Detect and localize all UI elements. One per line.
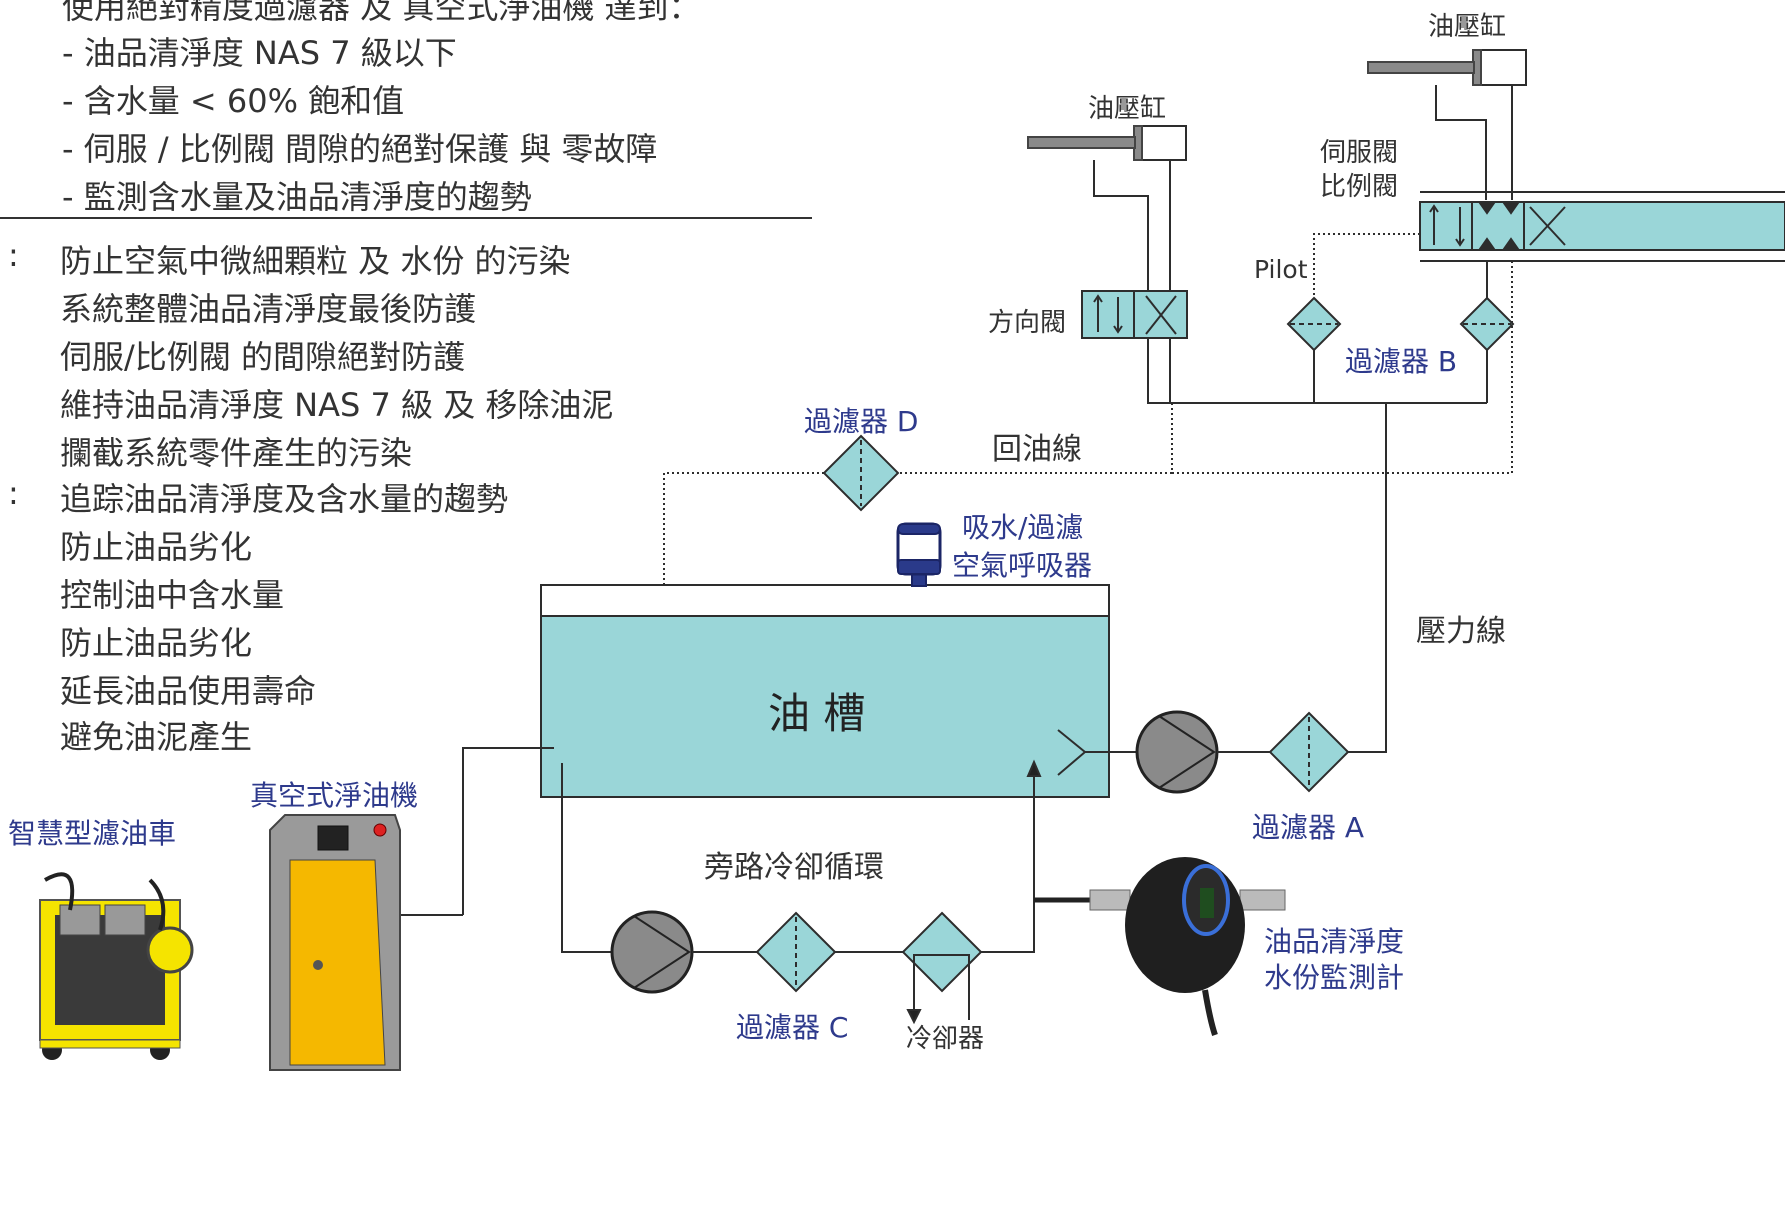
- filter-d-icon: [822, 434, 900, 512]
- bullet-2: - 含水量 < 60% 飽和值: [62, 82, 405, 120]
- return-line-label: 回油線: [992, 432, 1082, 467]
- filter-b-label: 過濾器 B: [1345, 345, 1458, 378]
- divider: [0, 217, 812, 219]
- servo-valve-label-1: 伺服閥: [1320, 138, 1399, 168]
- group2-item-5: 延長油品使用壽命: [60, 672, 317, 710]
- oil-tank-label: 油 槽: [768, 689, 866, 738]
- filter-d-label: 過濾器 D: [804, 405, 919, 438]
- sensor-label-2: 水份監測計: [1264, 961, 1405, 994]
- group1-item-2: 系統整體油品清淨度最後防護: [60, 290, 477, 328]
- servo-valve-icon: [1419, 191, 1785, 262]
- cooler-label: 冷卻器: [906, 1024, 985, 1054]
- colon-1: :: [8, 236, 19, 274]
- cooler-icon: [901, 911, 983, 1025]
- breather-label-1: 吸水/過濾: [962, 511, 1084, 544]
- group2-item-2: 防止油品劣化: [60, 528, 253, 566]
- return-line-top: [1147, 338, 1487, 404]
- main-pump-icon: [1135, 710, 1219, 794]
- sensor-label-1: 油品清淨度: [1264, 925, 1405, 958]
- cylinder-1-label: 油壓缸: [1088, 94, 1167, 124]
- smart-filter-cart-image: [39, 872, 194, 1060]
- direction-valve-label: 方向閥: [988, 308, 1067, 338]
- breather-label-2: 空氣呼吸器: [952, 549, 1093, 582]
- bypass-pump-icon: [610, 910, 694, 994]
- filter-c-label: 過濾器 C: [736, 1011, 849, 1044]
- bypass-loop-label: 旁路冷卻循環: [704, 850, 884, 885]
- direction-valve-icon: [1081, 290, 1188, 339]
- bullet-3: - 伺服 / 比例閥 間隙的絕對保護 與 零故障: [62, 130, 658, 168]
- vacuum-purifier-label: 真空式淨油機: [250, 779, 419, 812]
- line-cyl2-a: [1435, 85, 1487, 200]
- filter-c-icon: [755, 911, 837, 993]
- group2-item-4: 防止油品劣化: [60, 624, 253, 662]
- pilot-line: [1313, 233, 1420, 300]
- group1-item-1: 防止空氣中微細顆粒 及 水份 的污染: [60, 242, 571, 280]
- bypass-line-right: [981, 773, 1035, 953]
- pressure-line: [1348, 403, 1387, 753]
- oil-sensor-image: [1089, 857, 1286, 1036]
- colon-2: :: [8, 474, 19, 512]
- pilot-filter-icon: [1286, 296, 1342, 352]
- line-cyl1-a: [1093, 160, 1149, 291]
- filter-b-icon: [1459, 296, 1515, 352]
- group2-item-6: 避免油泥產生: [60, 718, 253, 756]
- filter-d-line: [663, 472, 824, 688]
- servo-valve-label-2: 比例閥: [1320, 172, 1399, 202]
- purifier-line: [462, 747, 554, 915]
- smart-filter-cart-label: 智慧型濾油車: [8, 817, 177, 850]
- drain-line: [1171, 261, 1513, 474]
- breather-icon: [896, 522, 942, 587]
- intro-text: 使用絕對精度過濾器 及 真空式淨油機 達到：: [62, 0, 701, 26]
- cylinder-1-icon: [1027, 125, 1187, 161]
- bullet-4: - 監測含水量及油品清淨度的趨勢: [62, 178, 532, 216]
- cylinder-2-icon: [1367, 49, 1527, 86]
- group1-item-4: 維持油品清淨度 NAS 7 級 及 移除油泥: [60, 386, 614, 424]
- filter-a-label: 過濾器 A: [1252, 811, 1365, 844]
- group2-item-3: 控制油中含水量: [60, 576, 285, 614]
- filter-a-icon: [1268, 711, 1350, 793]
- bullet-1: - 油品清淨度 NAS 7 級以下: [62, 34, 457, 72]
- vacuum-purifier-image: [269, 814, 401, 1071]
- cylinder-2-label: 油壓缸: [1428, 12, 1507, 42]
- group2-item-1: 追踪油品清淨度及含水量的趨勢: [60, 480, 509, 518]
- bypass-line-left: [561, 763, 612, 953]
- pressure-line-label: 壓力線: [1416, 614, 1506, 649]
- pilot-label: Pilot: [1254, 255, 1308, 284]
- group1-item-3: 伺服/比例閥 的間隙絕對防護: [60, 338, 465, 376]
- oil-tank: [540, 584, 1110, 798]
- group1-item-5: 攔截系統零件產生的污染: [60, 434, 413, 472]
